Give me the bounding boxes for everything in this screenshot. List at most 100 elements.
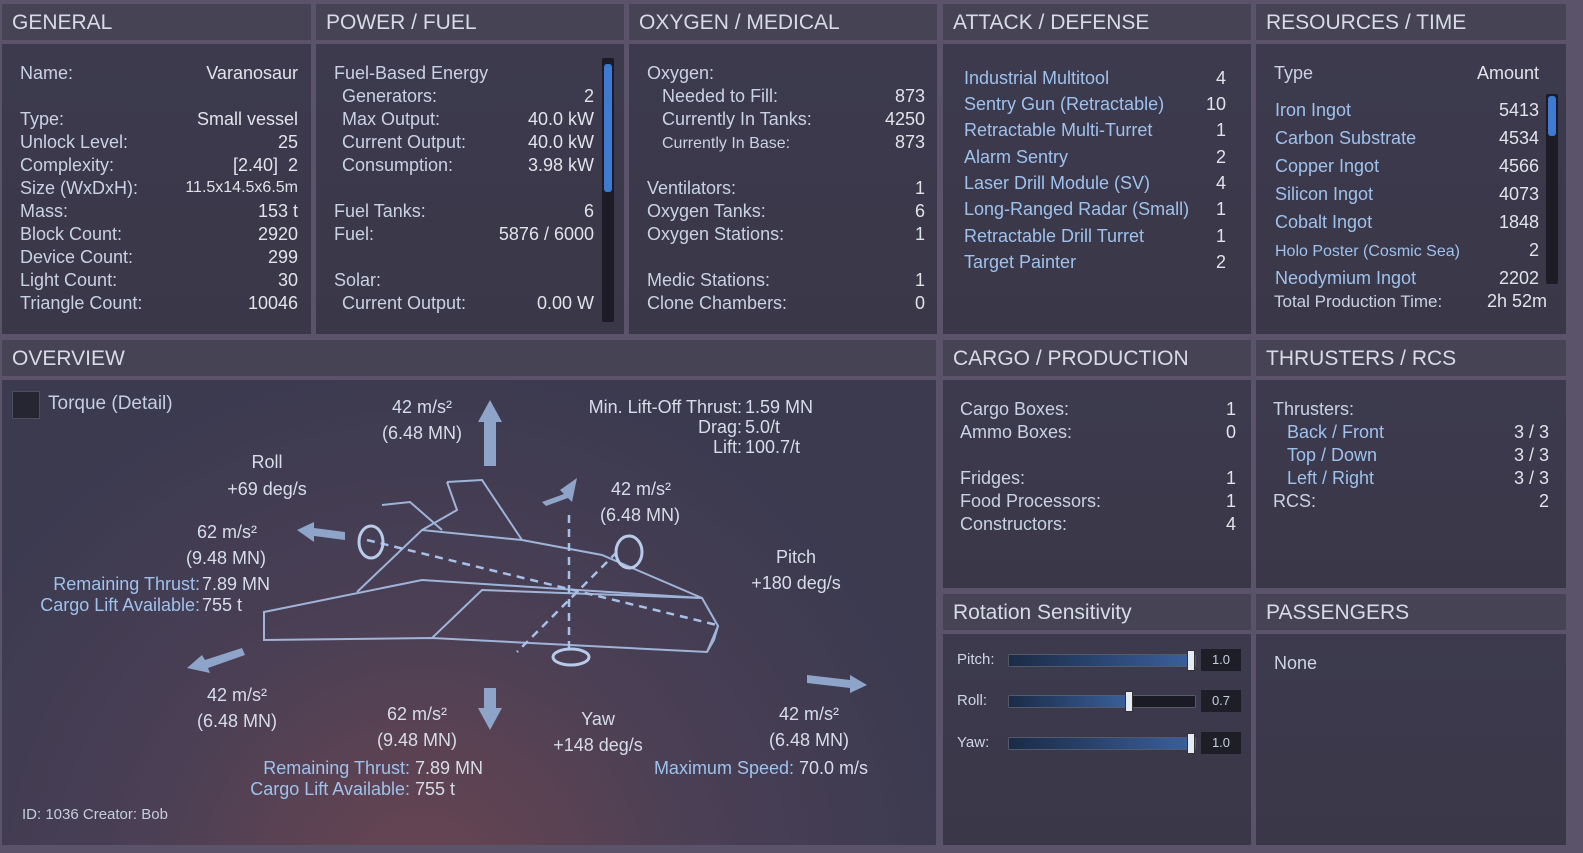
general-row-mass: Mass:153 t	[20, 200, 298, 222]
roll-slider-handle[interactable]	[1125, 691, 1133, 712]
overview-panel: Torque (Detail)	[2, 380, 936, 845]
row-label: Oxygen Tanks:	[647, 201, 766, 221]
power-header: POWER / FUEL	[316, 4, 624, 40]
column-amount[interactable]: Amount	[1476, 63, 1539, 83]
torque-checkbox[interactable]	[12, 391, 40, 419]
right-accel: 42 m/s²	[778, 704, 839, 724]
row-label: Medic Stations:	[647, 270, 771, 290]
rotation-header: Rotation Sensitivity	[943, 594, 1251, 630]
oxygen-header: OXYGEN / MEDICAL	[629, 4, 937, 40]
oxygen-row-medic: Medic Stations:1	[647, 269, 925, 291]
down-accel: 62 m/s²	[386, 704, 447, 724]
row-value: 1	[1215, 199, 1226, 219]
row-label: Block Count:	[20, 224, 123, 244]
row-value: 4566	[1498, 156, 1539, 176]
row-value: 1	[1215, 120, 1226, 140]
ship-rear-fin	[381, 500, 443, 531]
yaw-slider-handle[interactable]	[1187, 733, 1195, 754]
row-label: Left / Right	[1287, 468, 1375, 488]
attack-header: ATTACK / DEFENSE	[943, 4, 1251, 40]
remaining-thrust-value-1: 7.89 MN	[202, 574, 271, 594]
row-value: 40.0 kW	[527, 109, 594, 129]
attack-row: Sentry Gun (Retractable) 10	[964, 93, 1226, 115]
row-value: 2	[583, 86, 594, 106]
pitch-label: Pitch	[775, 547, 817, 567]
max-speed-value: 70.0 m/s	[799, 758, 869, 778]
row-value: 153 t	[257, 201, 298, 221]
resources-scrollbar[interactable]	[1546, 94, 1558, 284]
power-scrollbar[interactable]	[602, 58, 614, 322]
row-label: Food Processors:	[960, 491, 1102, 511]
row-value: 10	[1205, 94, 1226, 114]
oxygen-row-in-tanks: Currently In Tanks:4250	[662, 108, 925, 130]
row-label: Generators:	[342, 86, 438, 106]
pitch-slider-value[interactable]: 1.0	[1201, 649, 1241, 671]
row-label: Oxygen Stations:	[647, 224, 785, 244]
roll-slider-value[interactable]: 0.7	[1201, 690, 1241, 712]
row-label: Cobalt Ingot	[1275, 212, 1373, 232]
down-arrow-icon	[478, 688, 502, 730]
row-label: Consumption:	[342, 155, 454, 175]
cargo-row: Fridges:1	[960, 467, 1236, 489]
pitch-axis	[516, 551, 618, 653]
row-label: Sentry Gun (Retractable)	[964, 94, 1165, 114]
power-row-solar: Solar:	[334, 269, 594, 291]
row-label: Industrial Multitool	[964, 68, 1110, 88]
row-value: 1	[1225, 491, 1236, 511]
row-label: Type:	[20, 109, 65, 129]
attack-row: Long-Ranged Radar (Small)1	[964, 198, 1226, 220]
row-value: 3 / 3	[1513, 422, 1549, 442]
pitch-slider[interactable]	[1008, 650, 1196, 671]
resources-scrollbar-thumb[interactable]	[1548, 96, 1556, 136]
row-value: 873	[894, 86, 925, 106]
column-type[interactable]: Type	[1274, 63, 1314, 83]
row-label: Retractable Drill Turret	[964, 226, 1145, 246]
right-arrow-icon	[807, 675, 867, 693]
row-value: 6	[583, 201, 594, 221]
power-row-fuel-tanks: Fuel Tanks: 6	[334, 200, 594, 222]
row-value: 0	[914, 293, 925, 313]
yaw-label: Yaw	[581, 709, 615, 729]
cargo-row: Cargo Boxes:1	[960, 398, 1236, 420]
row-label: Currently In Tanks:	[662, 109, 812, 129]
roll-ring-icon	[357, 524, 385, 560]
yaw-slider[interactable]	[1008, 733, 1196, 754]
row-value: 2	[1528, 240, 1539, 260]
thrusters-row: RCS:2	[1273, 490, 1549, 512]
drag-label: Drag:	[697, 417, 742, 437]
power-row-fuel-energy: Fuel-Based Energy	[334, 62, 594, 84]
row-label: Complexity:	[20, 155, 115, 175]
row-value: 4	[1215, 173, 1226, 193]
rotation-title: Rotation Sensitivity	[953, 601, 1132, 624]
yaw-slider-value[interactable]: 1.0	[1201, 732, 1241, 754]
passengers-panel: None	[1256, 634, 1566, 845]
cargo-lift-label-1: Cargo Lift Available:	[40, 595, 200, 615]
pitch-slider-handle[interactable]	[1187, 650, 1195, 671]
cargo-lift-label-2: Cargo Lift Available:	[250, 779, 410, 799]
oxygen-row-in-base: Currently In Base:873	[662, 131, 925, 155]
row-value: 3 / 3	[1513, 468, 1549, 488]
general-row-complexity: Complexity:[2.40] 2	[20, 154, 298, 176]
row-value: 30	[277, 270, 298, 290]
roll-axis	[366, 538, 718, 627]
oxygen-row-clone: Clone Chambers:0	[647, 292, 925, 314]
row-label: Solar:	[334, 270, 382, 290]
roll-slider[interactable]	[1008, 691, 1196, 712]
ship-axes	[366, 515, 718, 653]
row-label: Ventilators:	[647, 178, 737, 198]
row-label: Fuel Tanks:	[334, 201, 426, 221]
row-value: Small vessel	[196, 109, 298, 129]
id-creator: ID: 1036 Creator: Bob	[22, 806, 168, 823]
yaw-ring-icon	[551, 647, 591, 667]
row-value: 1	[1225, 468, 1236, 488]
right-force: (6.48 MN)	[768, 730, 849, 750]
ship-side	[431, 588, 703, 639]
power-scrollbar-thumb[interactable]	[604, 64, 612, 192]
back-force: (6.48 MN)	[196, 711, 277, 731]
general-title: GENERAL	[12, 11, 113, 34]
